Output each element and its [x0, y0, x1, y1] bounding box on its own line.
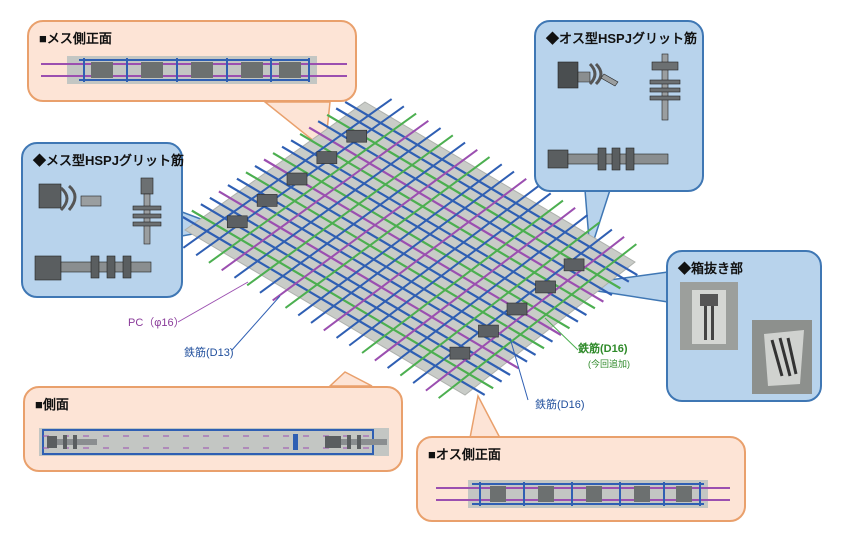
rebar-bar	[272, 148, 478, 302]
coupler-unit	[256, 194, 278, 207]
rebar-bar	[246, 134, 454, 287]
osu-coupler-iso	[557, 61, 619, 89]
leader-side	[328, 371, 373, 387]
rebar-bar	[335, 185, 540, 339]
callout-mesu-bar-title: ◆メス型HSPJグリット筋	[33, 153, 184, 168]
callout-side-title: ■側面	[35, 397, 69, 412]
side-view	[39, 428, 389, 456]
coupler-unit	[226, 215, 248, 229]
label-rebar-d16-blue: 鉄筋(D16)	[535, 399, 585, 411]
coupler-unit	[563, 258, 585, 272]
mesu-coupler-front	[132, 177, 162, 245]
callout-mesu-bar: ◆メス型HSPJグリット筋	[21, 142, 184, 298]
osu-front-view	[436, 480, 730, 508]
rebar-bar	[310, 170, 515, 324]
coupler-unit	[478, 324, 499, 338]
box-cut-photo-1	[680, 282, 738, 350]
label-rebar-d16-green-note: (今回追加)	[588, 359, 630, 369]
rebar-bar	[386, 214, 589, 369]
rebar-bar	[348, 192, 552, 347]
d13-leader	[231, 295, 281, 351]
rebar-grid	[182, 98, 638, 399]
coupler-unit	[316, 151, 338, 164]
callout-mesu-front: ■メス側正面	[27, 20, 357, 102]
callout-mesu-front-title: ■メス側正面	[39, 31, 112, 46]
callout-osu-bar-title: ◆オス型HSPJグリット筋	[546, 31, 697, 46]
leader-osu-front	[469, 393, 502, 439]
mesu-front-view	[41, 56, 347, 84]
coupler-unit	[286, 172, 308, 186]
rebar-bar	[284, 156, 491, 309]
callout-box-cut: ◆箱抜き部	[666, 250, 822, 402]
coupler-unit	[535, 280, 556, 294]
callout-osu-front: ■オス側正面	[416, 436, 746, 522]
d16-blue-leader	[509, 337, 529, 401]
callout-osu-front-title: ■オス側正面	[428, 447, 501, 462]
rebar-bar	[438, 243, 637, 399]
rebar-bar	[221, 119, 429, 272]
rebar-bar	[374, 207, 576, 362]
label-rebar-d16-green: 鉄筋(D16)	[578, 343, 628, 355]
callout-osu-bar: ◆オス型HSPJグリット筋	[534, 20, 704, 192]
mesu-coupler-iso	[38, 183, 102, 212]
coupler-unit	[346, 129, 368, 143]
osu-coupler-front	[649, 53, 681, 121]
callout-box-cut-title: ◆箱抜き部	[678, 261, 744, 276]
rebar-bar	[259, 141, 466, 294]
coupler-unit	[506, 302, 528, 316]
osu-bar-illustrations	[547, 53, 681, 171]
box-cut-photos	[680, 282, 812, 394]
rebar-bar	[399, 221, 601, 377]
osu-coupler-side	[547, 147, 669, 171]
callout-side: ■側面	[23, 386, 403, 472]
box-cut-photo-2	[752, 320, 812, 394]
mesu-bar-illustrations	[34, 177, 162, 281]
rebar-bar	[361, 199, 564, 354]
rebar-bar	[323, 178, 527, 332]
label-rebar-d13: 鉄筋(D13)	[184, 347, 234, 359]
rebar-bar	[233, 127, 442, 279]
rebar-bar	[297, 163, 503, 317]
label-pc: PC（φ16）	[128, 317, 185, 329]
pc-leader	[177, 281, 249, 323]
coupler-unit	[449, 346, 471, 360]
rebar-bar	[208, 112, 417, 264]
mesu-coupler-side	[34, 255, 152, 281]
coupler-units	[226, 129, 585, 360]
d16-green-leader	[544, 317, 579, 351]
